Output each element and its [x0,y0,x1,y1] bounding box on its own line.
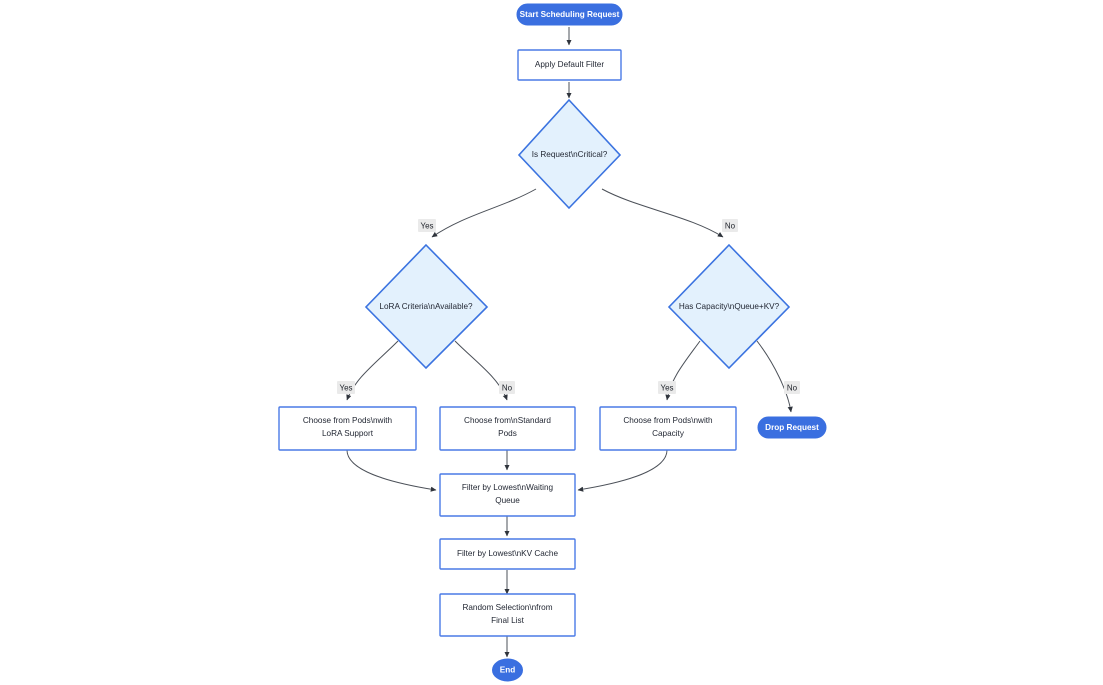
edge-choose-lora-pods-to-filter-waiting-queue [346,449,437,492]
node-filter-waiting-queue[interactable]: Filter by Lowest\nWaiting Queue [439,473,576,517]
node-start-shape[interactable] [516,3,623,26]
node-filter-kv-cache-label: Filter by Lowest\nKV Cache [457,549,558,558]
node-choose-lora-pods-shape[interactable] [278,406,417,451]
node-filter-waiting-queue-label-line2: Queue [495,496,520,505]
node-drop-request-shape[interactable] [757,416,827,439]
node-random-selection-shape[interactable] [439,593,576,637]
node-random-selection-label-line2: Final List [491,616,524,625]
node-end-label: End [500,666,515,675]
node-drop-request[interactable]: Drop Request [757,416,827,439]
edge-label-critical-yes: Yes [418,219,436,232]
node-filter-kv-cache[interactable]: Filter by Lowest\nKV Cache [439,538,576,570]
edge-label-lora-yes: Yes [337,381,355,394]
node-apply-default-filter-label: Apply Default Filter [535,60,604,69]
node-choose-standard-pods-shape[interactable] [439,406,576,451]
node-choose-standard-pods[interactable]: Choose from\nStandard Pods [439,406,576,451]
node-has-capacity-shape[interactable] [667,243,791,370]
node-drop-request-label: Drop Request [765,423,819,432]
edge-label-critical-no-text: No [725,222,736,231]
node-apply-default-filter[interactable]: Apply Default Filter [517,49,622,81]
node-choose-lora-pods[interactable]: Choose from Pods\nwith LoRA Support [278,406,417,451]
edges-layer [346,27,793,658]
edge-choose-capacity-pods-to-filter-waiting-queue [577,449,668,492]
node-choose-lora-pods-label-line1: Choose from Pods\nwith [303,416,393,425]
node-filter-waiting-queue-label-line1: Filter by Lowest\nWaiting [462,483,554,492]
node-start[interactable]: Start Scheduling Request [516,3,623,26]
node-choose-capacity-pods[interactable]: Choose from Pods\nwith Capacity [599,406,737,451]
node-end[interactable]: End [492,658,523,682]
edge-label-capacity-yes-text: Yes [660,384,673,393]
edge-label-lora-no: No [499,381,515,394]
node-start-label: Start Scheduling Request [520,10,620,19]
node-apply-default-filter-shape[interactable] [517,49,622,81]
edge-label-critical-no: No [722,219,738,232]
node-is-request-critical-label: Is Request\nCritical? [532,150,608,159]
edge-label-critical-yes-text: Yes [420,222,433,231]
node-is-request-critical[interactable]: Is Request\nCritical? [517,98,622,210]
nodes-layer: Start Scheduling Request Apply Default F… [278,3,827,682]
node-filter-kv-cache-shape[interactable] [439,538,576,570]
node-is-request-critical-shape[interactable] [517,98,622,210]
edge-label-capacity-no: No [784,381,800,394]
edge-is-critical-no-to-has-capacity [601,188,724,238]
node-filter-waiting-queue-shape[interactable] [439,473,576,517]
node-random-selection[interactable]: Random Selection\nfrom Final List [439,593,576,637]
edge-label-lora-no-text: No [502,384,513,393]
edge-is-critical-yes-to-lora-criteria [431,188,537,238]
edge-label-capacity-no-text: No [787,384,798,393]
edge-lora-yes-to-choose-lora-pods [346,340,399,401]
node-choose-capacity-pods-label-line1: Choose from Pods\nwith [623,416,713,425]
node-end-shape[interactable] [492,658,523,682]
edge-label-lora-yes-text: Yes [339,384,352,393]
node-has-capacity-label: Has Capacity\nQueue+KV? [679,302,780,311]
node-lora-criteria-available-shape[interactable] [364,243,489,370]
node-has-capacity[interactable]: Has Capacity\nQueue+KV? [667,243,791,370]
node-choose-capacity-pods-label-line2: Capacity [652,429,685,438]
node-choose-standard-pods-label-line2: Pods [498,429,517,438]
node-choose-standard-pods-label-line1: Choose from\nStandard [464,416,551,425]
edge-labels-layer: Yes No Yes No Yes No [337,219,800,394]
node-lora-criteria-available-label: LoRA Criteria\nAvailable? [379,302,473,311]
edge-capacity-yes-to-choose-capacity-pods [665,340,701,401]
edge-label-capacity-yes: Yes [658,381,676,394]
node-random-selection-label-line1: Random Selection\nfrom [462,603,552,612]
node-lora-criteria-available[interactable]: LoRA Criteria\nAvailable? [364,243,489,370]
node-choose-lora-pods-label-line2: LoRA Support [322,429,374,438]
edge-capacity-no-to-drop-request [756,340,793,413]
node-choose-capacity-pods-shape[interactable] [599,406,737,451]
